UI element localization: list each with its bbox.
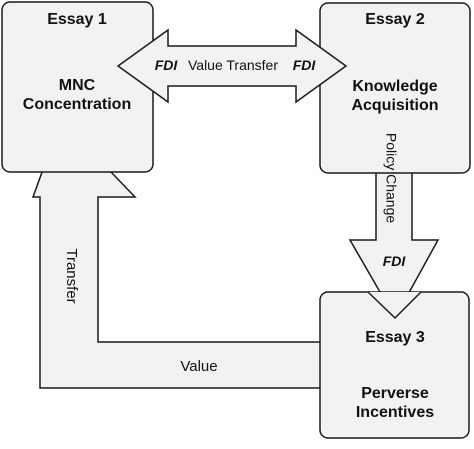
- return-arrow-transfer-label: Transfer: [63, 248, 80, 303]
- essay2-title-line2: Acquisition: [351, 97, 438, 114]
- essay2-title-line1: Knowledge: [352, 78, 437, 95]
- right-arrow-fdi: FDI: [383, 253, 407, 269]
- policy-change-label: Policy Change: [383, 133, 399, 223]
- value-transfer-arrow: [116, 28, 348, 104]
- policy-change-arrow: [348, 169, 440, 320]
- top-arrow-center-label: Value Transfer: [188, 57, 278, 73]
- essay3-title-line2: Incentives: [356, 404, 434, 421]
- essay2-box: [319, 2, 471, 174]
- policy-change-arrow-tip: [367, 291, 422, 320]
- essay1-title-line2: Concentration: [23, 96, 131, 113]
- essay1-heading: Essay 1: [47, 11, 107, 28]
- essay2-heading: Essay 2: [365, 11, 425, 28]
- essay3-title-line1: Perverse: [361, 385, 429, 402]
- essay3-heading: Essay 3: [365, 329, 425, 346]
- return-arrow-value-label: Value: [180, 358, 217, 375]
- top-arrow-left-fdi: FDI: [155, 57, 179, 73]
- essay1-title-line1: MNC: [59, 77, 96, 94]
- top-arrow-right-fdi: FDI: [293, 57, 317, 73]
